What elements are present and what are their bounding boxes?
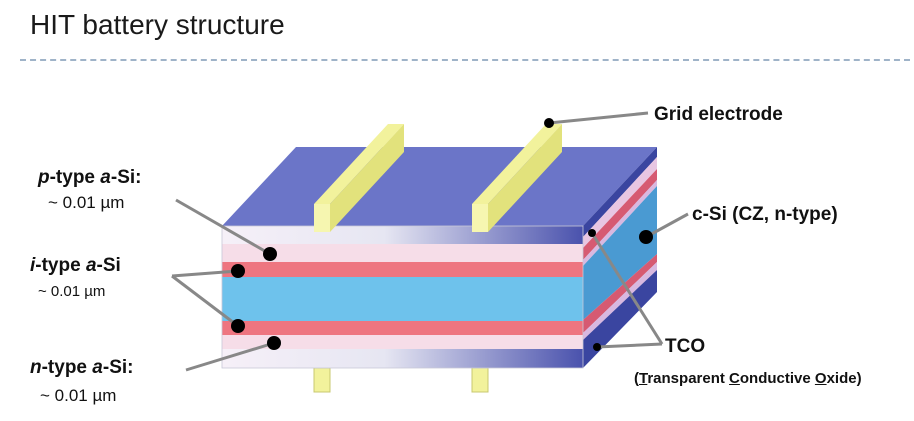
top-grid-finger-right [472,124,562,232]
layer-top-pink [222,244,583,262]
layer-top-tco [222,226,583,244]
label-p-type: p-type a-Si: [38,167,142,188]
dot-i-type-top [231,264,245,278]
layer-bottom-pink [222,335,583,349]
dot-n-type [267,336,281,350]
dot-tco-top [588,229,596,237]
label-grid-electrode: Grid electrode [654,104,783,125]
bottom-grid-finger-right [471,367,489,393]
label-i-type-thickness: ~ 0.01 µm [38,283,106,300]
dot-c-si [639,230,653,244]
label-i-type: i-type a-Si [30,255,121,276]
layer-i-bottom [222,321,583,335]
top-face [222,147,657,226]
label-n-type: n-type a-Si: [30,357,134,378]
dot-tco-bottom [593,343,601,351]
dot-p-type [263,247,277,261]
layer-bottom-tco [222,349,583,368]
leader-lines [171,111,689,372]
leader-dots [231,118,653,351]
label-tco-description: (Transparent Conductive Oxide) [634,370,862,387]
label-p-type-thickness: ~ 0.01 µm [48,193,125,212]
bottom-grid-finger-left [313,367,331,393]
label-tco: TCO [665,336,706,357]
layer-i-top [222,262,583,277]
top-grid-finger-left [314,124,404,232]
front-face-outline [221,225,584,369]
right-side-face [583,147,657,368]
label-n-type-thickness: ~ 0.01 µm [40,386,117,405]
layer-c-si [222,277,583,321]
page-title: HIT battery structure [30,9,285,40]
title-divider [20,59,910,61]
dot-i-type-bottom [231,319,245,333]
label-c-si: c-Si (CZ, n-type) [692,204,838,225]
dot-grid-electrode [544,118,554,128]
